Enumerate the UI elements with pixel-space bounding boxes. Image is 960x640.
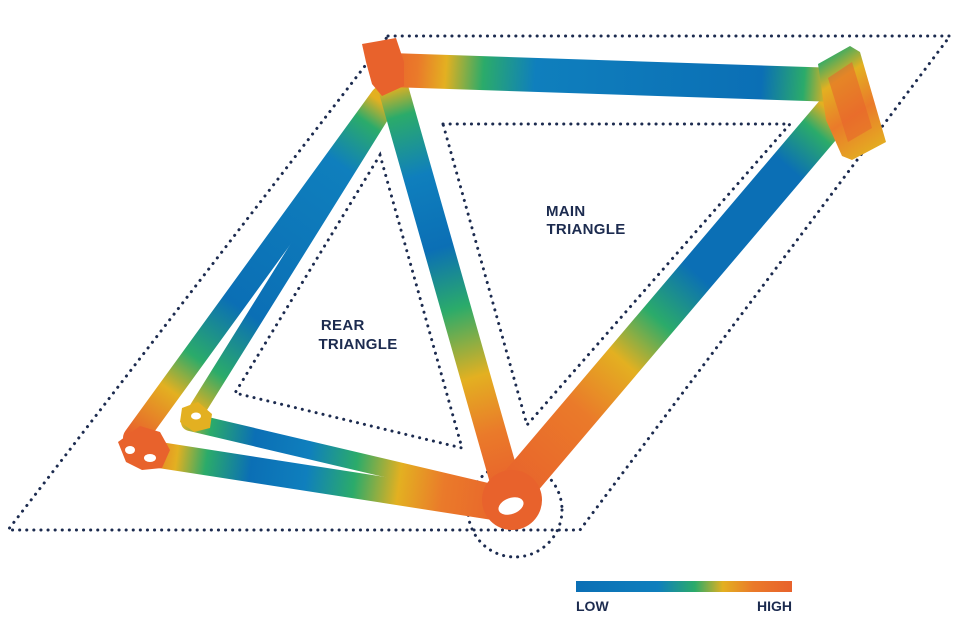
- legend-low-label: LOW: [576, 598, 609, 614]
- main-triangle-label-line1: MAIN: [546, 203, 586, 220]
- head-tube-highlight: [828, 62, 872, 142]
- main-triangle-outline: [441, 122, 794, 429]
- main-triangle-label: MAIN TRIANGLE: [546, 203, 626, 238]
- rear-triangle-label: REAR TRIANGLE: [318, 317, 397, 353]
- down-tube: [493, 81, 864, 511]
- chain-stay-upper: [181, 413, 509, 504]
- seat-stay-outer: [123, 86, 394, 450]
- seat-cluster: [362, 38, 404, 96]
- legend-gradient-bar: [576, 581, 792, 592]
- rear-triangle-label-line2: TRIANGLE: [318, 336, 397, 353]
- chain-stay-lower: [127, 439, 513, 521]
- seat-tube: [373, 55, 522, 503]
- frame-bounding-parallelogram: [4, 34, 953, 532]
- top-tube: [373, 53, 855, 102]
- main-triangle-label-line2: TRIANGLE: [546, 221, 625, 238]
- rear-dropout: [118, 402, 212, 470]
- rear-triangle-label-line1: REAR: [321, 317, 365, 334]
- stress-legend: LOW HIGH: [576, 581, 792, 614]
- bottom-bracket-shell: [482, 470, 542, 530]
- legend-high-label: HIGH: [757, 598, 792, 614]
- seat-stay-inner: [183, 101, 393, 427]
